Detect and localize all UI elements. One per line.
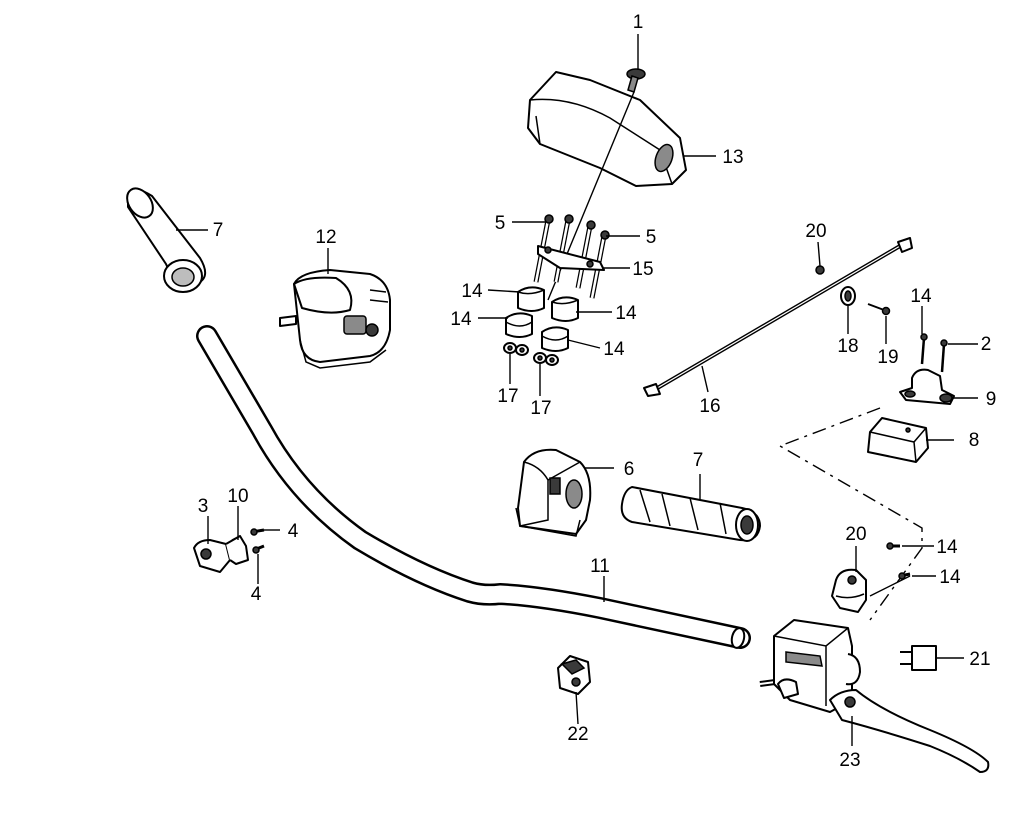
part-left-grip: [126, 187, 207, 293]
callout-22: 22: [567, 724, 588, 745]
callout-11: 11: [590, 556, 610, 577]
callout-4-upper: 4: [288, 521, 299, 542]
callout-4-lower: 4: [251, 584, 262, 605]
part-top-cover: [527, 71, 687, 187]
callout-5-right: 5: [646, 227, 657, 248]
callout-1: 1: [633, 12, 644, 33]
callout-20-lower: 20: [845, 524, 866, 545]
callout-16: 16: [699, 396, 720, 417]
callout-7-right: 7: [693, 450, 704, 471]
part-screw-2: [940, 339, 948, 373]
callout-13: 13: [722, 147, 743, 168]
callout-21: 21: [969, 649, 990, 670]
callout-14-c: 14: [615, 303, 637, 324]
callout-17-right: 17: [530, 398, 551, 419]
part-screws-14-upper: [920, 333, 928, 365]
callout-3: 3: [198, 496, 209, 517]
part-clamps-14: [505, 286, 579, 352]
part-screws-14-lower: [886, 542, 911, 580]
callout-14-f: 14: [936, 537, 958, 558]
callout-14-e: 14: [910, 286, 932, 307]
part-nuts-17: [503, 342, 559, 366]
callout-19: 19: [877, 347, 898, 368]
part-cable-16: [643, 237, 913, 397]
part-clamp-20-lower: [831, 568, 867, 613]
part-right-grip: [620, 486, 761, 542]
callout-2: 2: [981, 334, 992, 355]
part-bracket-9: [899, 368, 955, 405]
callout-10: 10: [227, 486, 248, 507]
part-screw-19: [867, 303, 891, 316]
part-screws-4: [250, 528, 265, 554]
callout-14-b: 14: [450, 309, 472, 330]
callout-7-left: 7: [213, 220, 224, 241]
part-clip-18: [840, 286, 856, 306]
part-clamp-3-10: [193, 535, 249, 573]
callout-9: 9: [986, 389, 997, 410]
callout-12: 12: [315, 227, 336, 248]
part-nut-20-top: [815, 265, 825, 275]
callout-17-left: 17: [497, 386, 518, 407]
callout-18: 18: [837, 336, 858, 357]
callout-20-top: 20: [805, 221, 826, 242]
callout-14-g: 14: [939, 567, 961, 588]
leader-lines: [176, 34, 978, 746]
callout-6: 6: [624, 459, 635, 480]
part-handlebar: [196, 325, 751, 649]
part-module-8: [867, 417, 929, 463]
part-connector-21: [900, 645, 937, 671]
part-plate-15: [537, 245, 605, 271]
part-right-switch-housing: [515, 448, 592, 537]
callout-8: 8: [969, 430, 980, 451]
callout-14-d: 14: [603, 339, 625, 360]
callout-14-a: 14: [461, 281, 483, 302]
part-left-switch-housing: [279, 269, 391, 369]
part-switch-22: [557, 655, 591, 695]
callout-15: 15: [632, 259, 653, 280]
callout-23: 23: [839, 750, 860, 771]
callout-numbers: 1 2 3 4 4 5 5 6 7 7 8 9 10 11 12 13 14 1…: [198, 12, 997, 771]
part-master-cylinder-23: [759, 619, 990, 773]
dash-leader-bracket: [778, 407, 923, 621]
callout-5-left: 5: [495, 213, 506, 234]
